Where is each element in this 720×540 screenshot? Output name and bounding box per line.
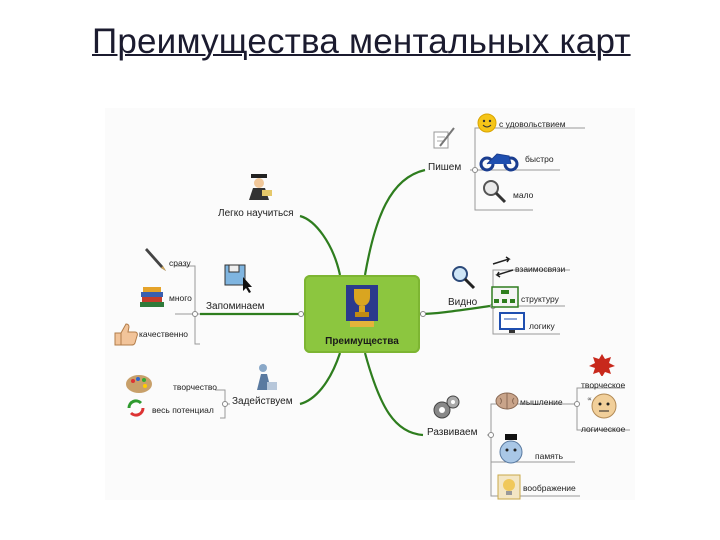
motorcycle-icon (479, 146, 519, 172)
arrows-icon (491, 256, 515, 278)
see-item-2: структуру (521, 294, 559, 304)
see-item-1: взаимосвязи (515, 264, 566, 274)
trophy-icon (344, 283, 380, 329)
lamp-icon (497, 474, 521, 500)
splash-icon (588, 352, 616, 377)
develop-item-1: мышление (520, 397, 563, 407)
elephant-icon (497, 434, 525, 466)
remember-item-2: много (169, 293, 192, 303)
develop-item-2: память (535, 451, 564, 461)
magnifier-icon (450, 264, 476, 290)
thinking-face-icon: ∝ (587, 391, 621, 419)
remember-item-1: сразу (169, 258, 191, 268)
magnifier-icon (481, 178, 507, 204)
write-item-3: мало (513, 190, 534, 200)
gears-icon (431, 393, 461, 423)
books-icon (137, 280, 167, 310)
smiley-icon (477, 113, 497, 133)
mind-map: Преимущества Пишем с удовольствием быстр… (105, 108, 635, 500)
org-chart-icon (491, 286, 519, 308)
branch-line-write (363, 168, 426, 276)
remember-item-3: качественно (139, 329, 189, 339)
brain-icon (495, 391, 519, 411)
svg-text:∝: ∝ (587, 396, 592, 403)
figure-icon (249, 362, 279, 392)
graduate-icon (243, 170, 275, 202)
develop-sub-2: логическое (581, 424, 626, 434)
branch-learn[interactable]: Легко научиться (218, 208, 294, 219)
pen-icon (143, 246, 169, 272)
branch-line-engage (299, 352, 342, 406)
branch-write[interactable]: Пишем (428, 162, 462, 173)
branch-line-learn (299, 214, 342, 276)
slide-title: Преимущества ментальных карт (92, 22, 631, 61)
branch-line-develop (363, 352, 424, 437)
screen-icon (499, 312, 525, 334)
write-item-2: быстро (525, 154, 554, 164)
develop-sub-1: творческое (581, 380, 626, 390)
thumbs-up-icon (111, 321, 139, 347)
central-node[interactable]: Преимущества (304, 275, 420, 353)
write-item-1: с удовольствием (499, 119, 566, 129)
palette-icon (125, 374, 153, 394)
develop-item-3: воображение (523, 483, 576, 493)
branch-remember[interactable]: Запоминаем (206, 301, 265, 312)
pencil-paper-icon (430, 126, 456, 152)
branch-see[interactable]: Видно (448, 297, 478, 308)
see-item-3: логику (529, 321, 555, 331)
central-label: Преимущества (325, 336, 399, 347)
engage-item-1: творчество (173, 382, 218, 392)
save-disk-icon (223, 263, 255, 293)
branch-engage[interactable]: Задействуем (232, 396, 293, 407)
engage-item-2: весь потенциал (152, 405, 214, 415)
branch-develop[interactable]: Развиваем (427, 427, 478, 438)
refresh-icon (125, 397, 147, 419)
